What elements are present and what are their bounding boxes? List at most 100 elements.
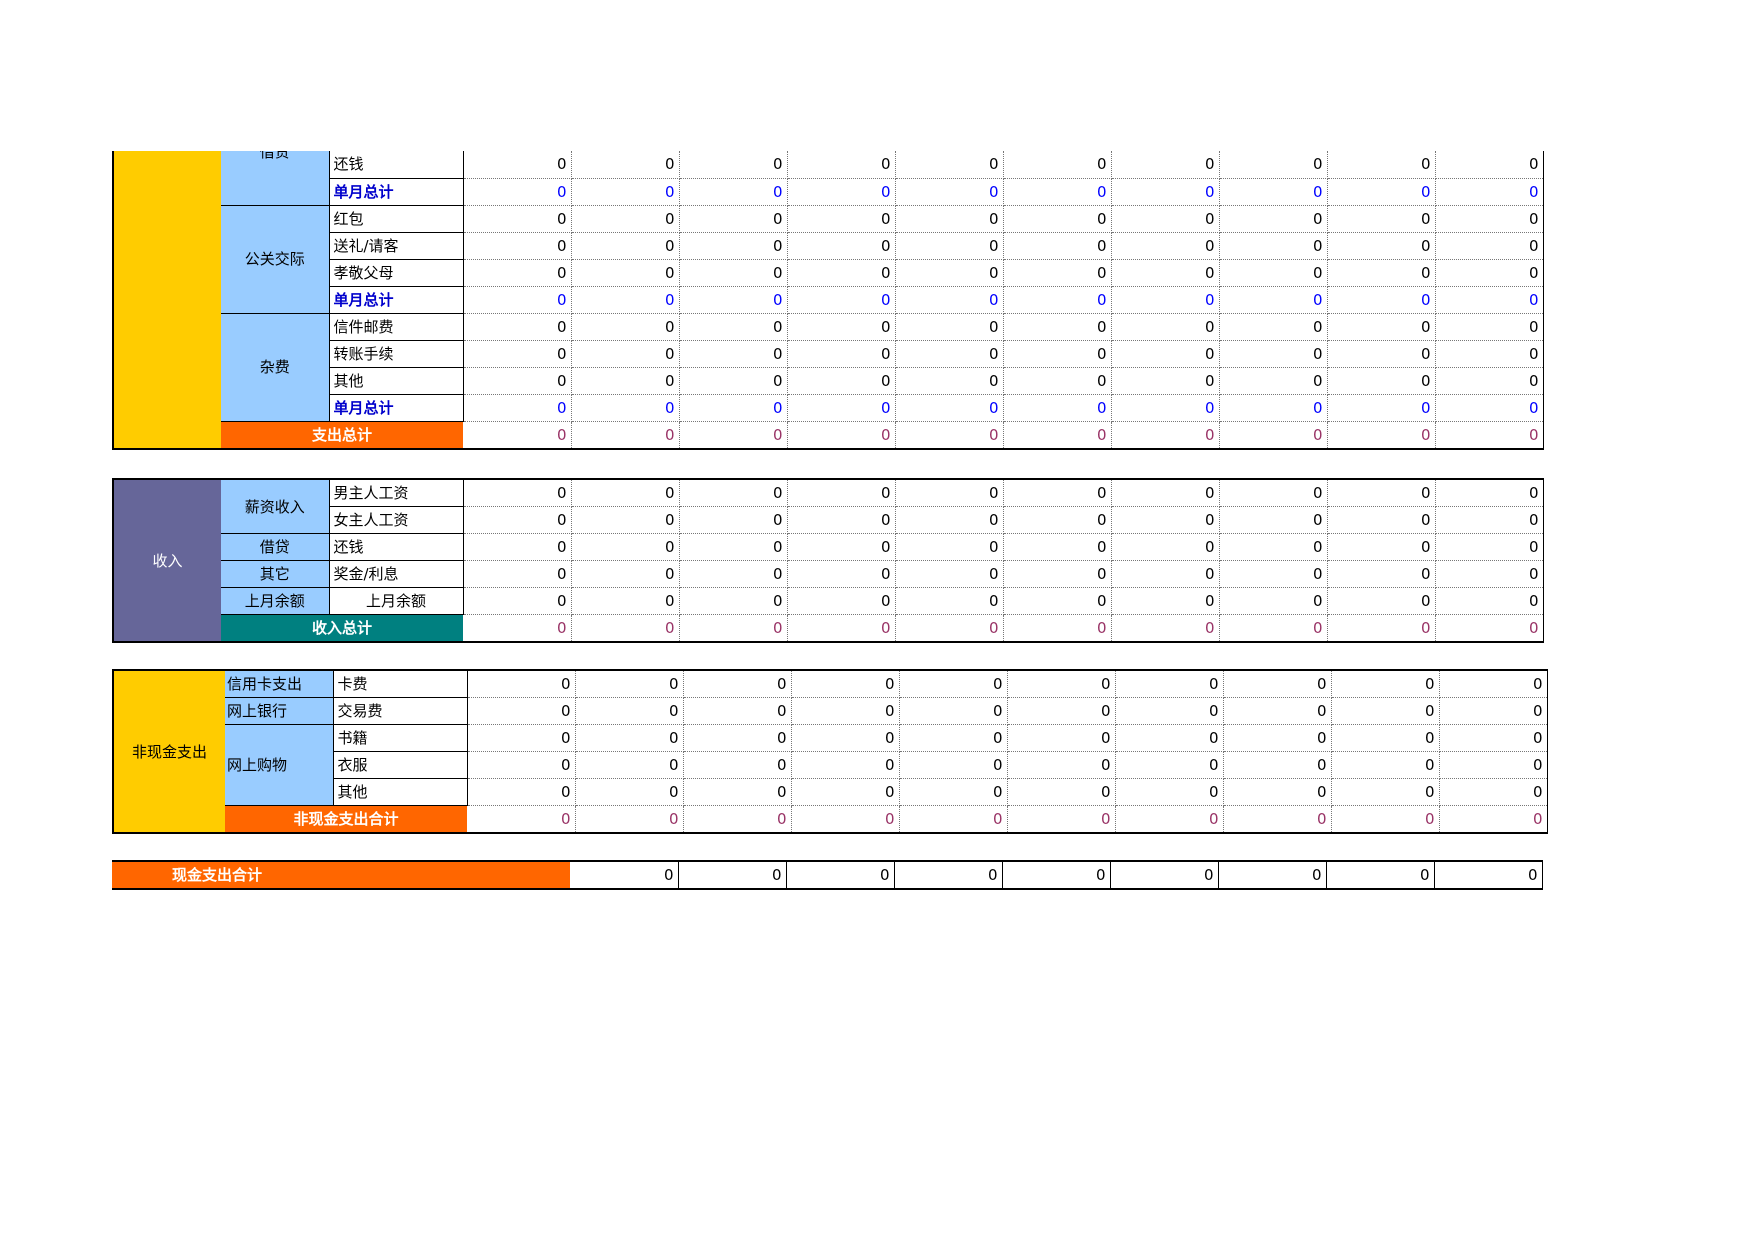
value-cell[interactable]: 0: [571, 587, 680, 615]
income-total-value-cell[interactable]: 0: [1111, 614, 1220, 643]
monthly-value-cell[interactable]: 0: [1435, 286, 1544, 314]
income-total-value-cell[interactable]: 0: [1003, 614, 1112, 643]
monthly-value-cell[interactable]: 0: [571, 286, 680, 314]
value-cell[interactable]: 0: [463, 587, 572, 615]
value-cell[interactable]: 0: [1219, 367, 1328, 395]
cash-total-value-cell[interactable]: 0: [678, 860, 787, 890]
value-cell[interactable]: 0: [899, 669, 1008, 698]
value-cell[interactable]: 0: [899, 778, 1008, 806]
monthly-value-cell[interactable]: 0: [1219, 286, 1328, 314]
monthly-value-cell[interactable]: 0: [787, 286, 896, 314]
cash-total-value-cell[interactable]: 0: [1326, 860, 1435, 890]
value-cell[interactable]: 0: [571, 533, 680, 561]
value-cell[interactable]: 0: [1111, 560, 1220, 588]
value-cell[interactable]: 0: [1327, 205, 1436, 233]
value-cell[interactable]: 0: [467, 669, 576, 698]
value-cell[interactable]: 0: [1003, 151, 1112, 179]
value-cell[interactable]: 0: [679, 151, 788, 179]
value-cell[interactable]: 0: [787, 367, 896, 395]
value-cell[interactable]: 0: [463, 205, 572, 233]
value-cell[interactable]: 0: [1223, 724, 1332, 752]
monthly-value-cell[interactable]: 0: [1003, 286, 1112, 314]
monthly-value-cell[interactable]: 0: [1435, 394, 1544, 422]
expense-total-value-cell[interactable]: 0: [1219, 421, 1328, 450]
value-cell[interactable]: 0: [1327, 232, 1436, 260]
monthly-value-cell[interactable]: 0: [1111, 394, 1220, 422]
value-cell[interactable]: 0: [895, 151, 1004, 179]
monthly-value-cell[interactable]: 0: [1435, 178, 1544, 206]
value-cell[interactable]: 0: [1007, 778, 1116, 806]
value-cell[interactable]: 0: [787, 506, 896, 534]
value-cell[interactable]: 0: [1435, 313, 1544, 341]
value-cell[interactable]: 0: [463, 340, 572, 368]
monthly-value-cell[interactable]: 0: [463, 286, 572, 314]
value-cell[interactable]: 0: [791, 669, 900, 698]
value-cell[interactable]: 0: [463, 151, 572, 179]
cash-total-value-cell[interactable]: 0: [894, 860, 1003, 890]
monthly-value-cell[interactable]: 0: [463, 394, 572, 422]
value-cell[interactable]: 0: [679, 533, 788, 561]
value-cell[interactable]: 0: [1111, 205, 1220, 233]
value-cell[interactable]: 0: [679, 506, 788, 534]
expense-total-value-cell[interactable]: 0: [1111, 421, 1220, 450]
value-cell[interactable]: 0: [571, 313, 680, 341]
value-cell[interactable]: 0: [1327, 506, 1436, 534]
value-cell[interactable]: 0: [1435, 587, 1544, 615]
value-cell[interactable]: 0: [1111, 313, 1220, 341]
value-cell[interactable]: 0: [895, 506, 1004, 534]
cash-total-value-cell[interactable]: 0: [786, 860, 895, 890]
value-cell[interactable]: 0: [1007, 697, 1116, 725]
monthly-value-cell[interactable]: 0: [1219, 178, 1328, 206]
value-cell[interactable]: 0: [1003, 560, 1112, 588]
value-cell[interactable]: 0: [895, 367, 1004, 395]
value-cell[interactable]: 0: [679, 232, 788, 260]
value-cell[interactable]: 0: [1439, 697, 1548, 725]
value-cell[interactable]: 0: [1223, 697, 1332, 725]
value-cell[interactable]: 0: [895, 259, 1004, 287]
value-cell[interactable]: 0: [787, 340, 896, 368]
value-cell[interactable]: 0: [571, 151, 680, 179]
value-cell[interactable]: 0: [1435, 232, 1544, 260]
value-cell[interactable]: 0: [1003, 259, 1112, 287]
value-cell[interactable]: 0: [463, 313, 572, 341]
expense-total-value-cell[interactable]: 0: [1435, 421, 1544, 450]
noncash-total-value-cell[interactable]: 0: [1331, 805, 1440, 834]
value-cell[interactable]: 0: [787, 533, 896, 561]
expense-total-value-cell[interactable]: 0: [1003, 421, 1112, 450]
value-cell[interactable]: 0: [463, 560, 572, 588]
value-cell[interactable]: 0: [575, 669, 684, 698]
cash-total-value-cell[interactable]: 0: [1110, 860, 1219, 890]
value-cell[interactable]: 0: [791, 724, 900, 752]
value-cell[interactable]: 0: [463, 533, 572, 561]
value-cell[interactable]: 0: [1115, 697, 1224, 725]
value-cell[interactable]: 0: [1331, 778, 1440, 806]
value-cell[interactable]: 0: [895, 205, 1004, 233]
value-cell[interactable]: 0: [895, 560, 1004, 588]
value-cell[interactable]: 0: [575, 778, 684, 806]
monthly-value-cell[interactable]: 0: [1111, 178, 1220, 206]
value-cell[interactable]: 0: [1223, 778, 1332, 806]
value-cell[interactable]: 0: [1111, 587, 1220, 615]
value-cell[interactable]: 0: [679, 478, 788, 507]
monthly-value-cell[interactable]: 0: [679, 286, 788, 314]
value-cell[interactable]: 0: [1219, 478, 1328, 507]
value-cell[interactable]: 0: [1111, 340, 1220, 368]
value-cell[interactable]: 0: [895, 340, 1004, 368]
value-cell[interactable]: 0: [1435, 151, 1544, 179]
value-cell[interactable]: 0: [1435, 533, 1544, 561]
monthly-value-cell[interactable]: 0: [679, 178, 788, 206]
value-cell[interactable]: 0: [467, 697, 576, 725]
monthly-value-cell[interactable]: 0: [1327, 178, 1436, 206]
value-cell[interactable]: 0: [1219, 560, 1328, 588]
value-cell[interactable]: 0: [1223, 669, 1332, 698]
value-cell[interactable]: 0: [1219, 259, 1328, 287]
value-cell[interactable]: 0: [787, 560, 896, 588]
noncash-total-value-cell[interactable]: 0: [791, 805, 900, 834]
value-cell[interactable]: 0: [571, 367, 680, 395]
expense-total-value-cell[interactable]: 0: [1327, 421, 1436, 450]
value-cell[interactable]: 0: [463, 367, 572, 395]
value-cell[interactable]: 0: [683, 669, 792, 698]
value-cell[interactable]: 0: [1327, 478, 1436, 507]
value-cell[interactable]: 0: [1223, 751, 1332, 779]
value-cell[interactable]: 0: [1439, 724, 1548, 752]
